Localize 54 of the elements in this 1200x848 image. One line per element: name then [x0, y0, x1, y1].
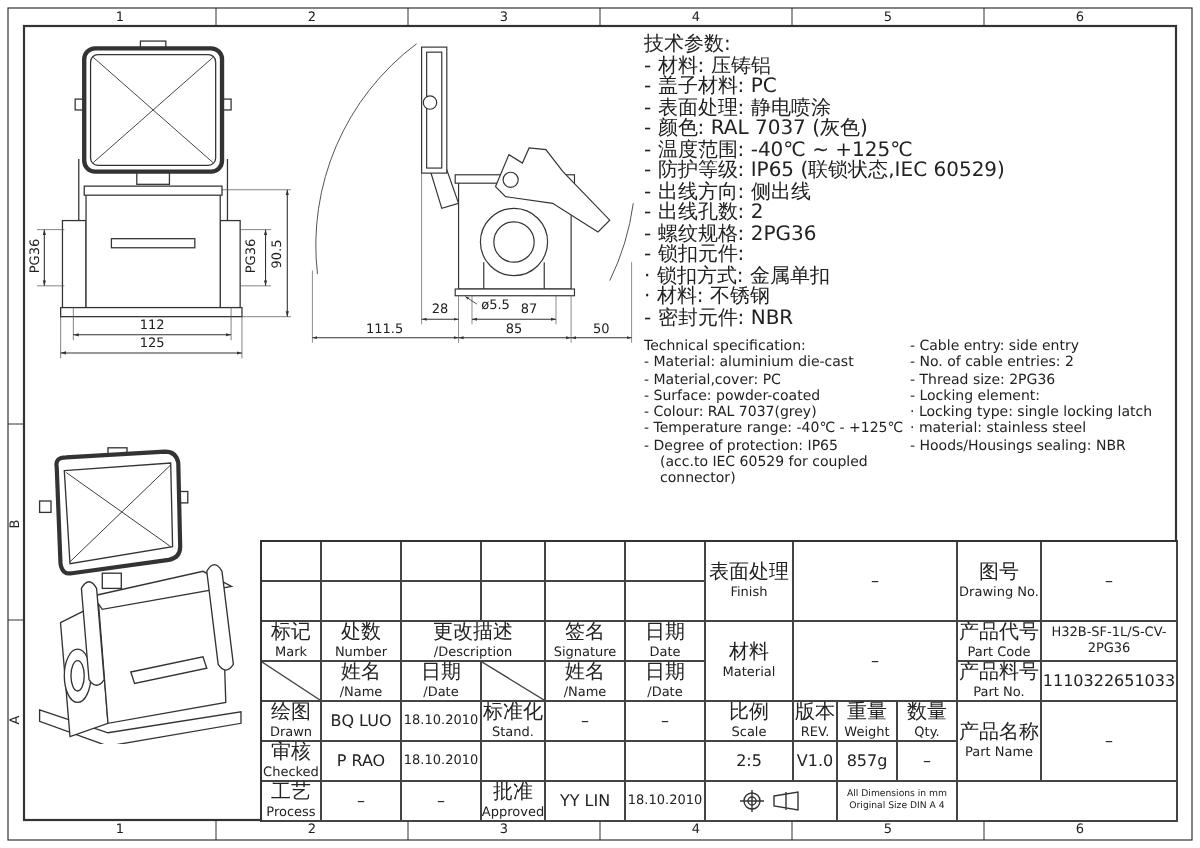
title-block-value: YY LIN — [559, 792, 611, 810]
title-block-value: – — [1105, 572, 1113, 590]
title-block-heading: 批准 — [493, 782, 533, 806]
title-block-heading: 处数 — [341, 622, 381, 646]
title-block-heading: 产品代号 — [959, 622, 1039, 646]
title-block-heading: 审核 — [271, 742, 311, 766]
spec-line: - 出线孔数: 2 — [644, 204, 764, 224]
title-block-value: P RAO — [336, 752, 386, 770]
spec-line: · 锁扣方式: 金属单扣 — [644, 267, 830, 287]
title-block-value: – — [661, 712, 669, 730]
spec-line: - 防护等级: IP65 (联锁状态,IEC 60529) — [644, 162, 1005, 182]
spec-line: - 密封元件: NBR — [644, 309, 794, 330]
spec-line: - 出线方向: 侧出线 — [644, 183, 811, 203]
title-block-value: – — [357, 792, 365, 810]
spec-line: - 螺纹规格: 2PG36 — [644, 225, 817, 245]
title-block-value: 2:5 — [736, 752, 762, 770]
title-block-value: – — [871, 652, 879, 670]
title-block-heading: 图号 — [979, 562, 1019, 586]
title-block-heading: 签名 — [565, 622, 605, 646]
spec-line: - 表面处理: 静电喷涂 — [644, 99, 831, 119]
spec-line: · 材料: 不锈钢 — [644, 288, 770, 308]
spec-line: - 颜色: RAL 7037 (灰色) — [644, 120, 868, 140]
spec-line: - 温度范围: -40℃ ~ +125℃ — [644, 141, 913, 161]
title-block-heading: 日期 — [645, 622, 685, 646]
spec-line: - 盖子材料: PC — [644, 78, 777, 98]
spec-line: - 锁扣元件: — [644, 246, 745, 266]
title-block-heading: 日期 — [421, 662, 461, 686]
title-block-heading: 姓名 — [565, 662, 605, 686]
title-block-heading: 产品名称 — [959, 722, 1039, 746]
title-block-value: 857g — [846, 752, 888, 770]
title-block-heading: 数量 — [907, 702, 947, 726]
title-block-value: BQ LUO — [330, 712, 392, 730]
title-block-heading: 标记 — [271, 622, 311, 646]
title-block-heading: 版本 — [795, 702, 835, 726]
title-block-heading: 工艺 — [271, 782, 311, 806]
spec-line: - 材料: 压铸铝 — [644, 57, 771, 77]
title-block-value: – — [581, 712, 589, 730]
title-block-value: – — [871, 572, 879, 590]
title-block-value: – — [437, 792, 445, 810]
title-block-heading: 比例 — [729, 702, 769, 726]
spec-line: 技术参数: — [644, 36, 731, 56]
title-block-heading: 更改描述 — [433, 622, 513, 646]
title-block-heading: 重量 — [847, 702, 887, 726]
title-block-heading: 材料 — [729, 642, 769, 666]
title-block-value: V1.0 — [796, 752, 834, 770]
title-block-heading: 标准化 — [483, 702, 543, 726]
title-block-heading: 绘图 — [271, 702, 311, 726]
title-block-heading: 日期 — [645, 662, 685, 686]
title-block-heading: 姓名 — [341, 662, 381, 686]
title-block-heading: 产品料号 — [959, 662, 1039, 686]
title-block-value: – — [1105, 732, 1113, 750]
title-block-value: 1110322651033 — [1042, 672, 1176, 690]
title-block-value: – — [923, 752, 931, 770]
title-block-heading: 表面处理 — [709, 562, 789, 586]
